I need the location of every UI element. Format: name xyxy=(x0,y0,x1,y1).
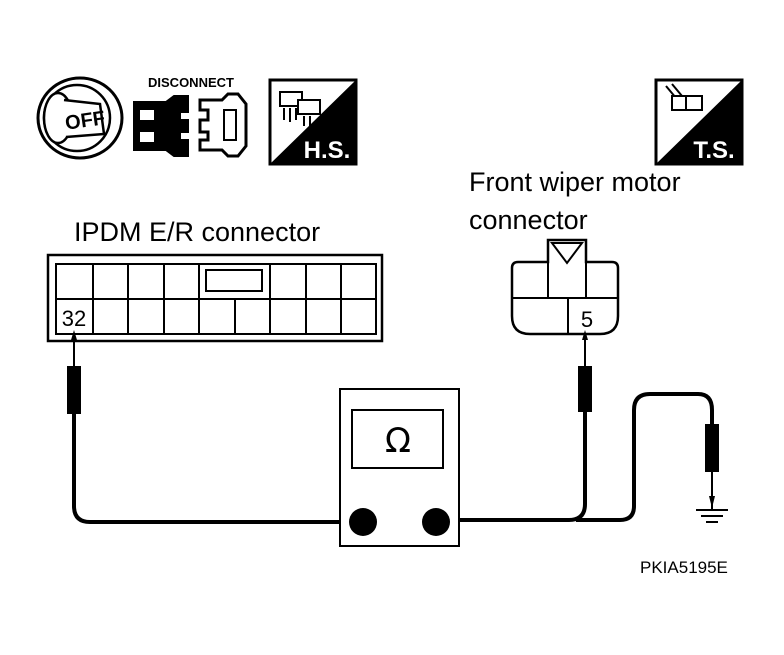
ground-symbol-icon xyxy=(696,504,728,523)
ohmmeter-icon xyxy=(339,388,460,547)
wiper-terminal-number: 5 xyxy=(581,307,593,332)
disconnect-text: DISCONNECT xyxy=(148,75,234,90)
left-probe xyxy=(67,330,364,524)
terminal-side-text: T.S. xyxy=(693,137,734,164)
ohm-symbol: Ω xyxy=(385,421,411,461)
ipdm-er-connector xyxy=(46,253,384,343)
ignition-off-icon: OFF xyxy=(36,76,124,160)
wiper-connector-label-line2: connector xyxy=(469,205,588,235)
right-probe xyxy=(436,330,592,522)
harness-side-text: H.S. xyxy=(304,137,351,164)
wiper-motor-connector xyxy=(510,238,620,336)
figure-code: PKIA5195E xyxy=(640,558,728,577)
terminal-side-icon: T.S. xyxy=(654,78,744,166)
ground-lead xyxy=(576,392,719,522)
ipdm-connector-label: IPDM E/R connector xyxy=(74,217,321,247)
ipdm-terminal-number: 32 xyxy=(62,306,86,331)
disconnect-connector-icon: DISCONNECT xyxy=(133,75,248,158)
wiper-connector-label-line1: Front wiper motor xyxy=(469,167,681,197)
harness-side-icon: H.S. xyxy=(268,78,358,166)
